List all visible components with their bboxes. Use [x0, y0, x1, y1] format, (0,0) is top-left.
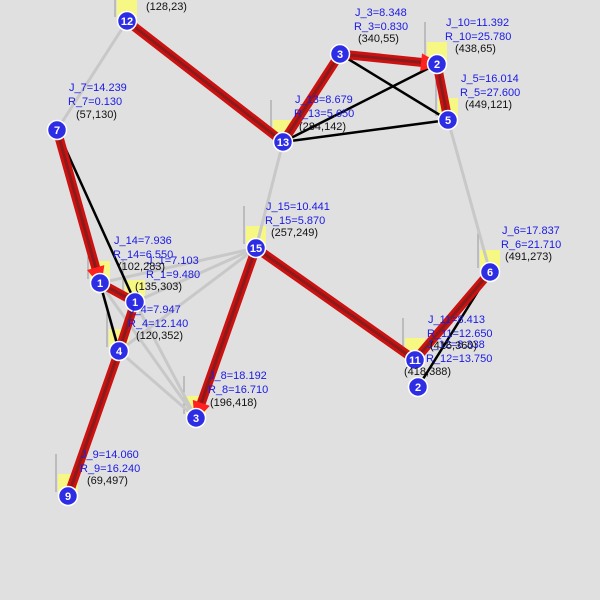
node-7-j-label: J_7=14.239	[69, 82, 127, 94]
node-12-id: 12	[121, 16, 133, 28]
edge-route-core-9-4	[66, 349, 121, 498]
edge-black-1a-4	[98, 282, 121, 352]
node-9[interactable]	[57, 485, 79, 507]
node-11-j-label: J_11=8.413	[428, 314, 485, 326]
node-13-j-label: J_13=8.679	[295, 94, 353, 106]
node-2b[interactable]	[407, 376, 429, 398]
edge-route-core-7-1a	[55, 128, 102, 285]
node-3a-r-label: R_3=0.830	[354, 21, 408, 33]
node-1b-coord-label: (135,303)	[135, 281, 182, 293]
node-13-id: 13	[277, 137, 289, 149]
node-3b[interactable]	[185, 407, 207, 429]
node-2a-id: 2	[434, 59, 440, 71]
node-4-r-label: R_4=12.140	[128, 318, 188, 330]
edge-route-core-15-3b	[194, 246, 258, 420]
node-3b-r-label: R_8=16.710	[208, 384, 268, 396]
node-13[interactable]	[272, 131, 294, 153]
node-12[interactable]	[116, 10, 138, 32]
node-11-id: 11	[409, 355, 421, 367]
node-2a-r-label: R_10=25.780	[445, 31, 511, 43]
node-1a-coord-label: (102,283)	[118, 261, 165, 273]
edge-plain-4-3b	[118, 349, 197, 420]
node-2b-id: 2	[415, 382, 421, 394]
node-13-coord-label: (284,142)	[299, 121, 346, 133]
node-3a-coord-label: (340,55)	[358, 33, 399, 45]
edge-black-13-2a	[282, 62, 438, 144]
node-1a-id: 1	[97, 278, 103, 290]
node-7-id: 7	[54, 125, 60, 137]
node-1b[interactable]	[124, 291, 146, 313]
node-2b-j-label: J_12=8.338	[427, 339, 485, 351]
edge-plain-1a-15	[99, 246, 257, 285]
node-12-coord-label: (128,23)	[146, 1, 187, 13]
edge-route-core-15-11	[254, 246, 417, 362]
edge-route-core-11-6	[413, 270, 492, 362]
node-1b-id: 1	[132, 297, 138, 309]
node-9-r-label: R_9=16.240	[80, 463, 140, 475]
node-7-r-label: R_7=0.130	[68, 96, 122, 108]
edge-plain-15-13	[254, 141, 285, 249]
node-3a-id: 3	[337, 49, 343, 61]
node-5-j-label: J_5=16.014	[461, 73, 519, 85]
node-6-j-label: J_6=17.837	[502, 225, 560, 237]
edge-route-core-13-3a	[281, 52, 342, 144]
edge-route-core-3a-2a	[338, 52, 439, 66]
node-7[interactable]	[46, 119, 68, 141]
node-6-r-label: R_6=21.710	[501, 239, 561, 251]
node-5-coord-label: (449,121)	[465, 99, 512, 111]
edge-plain-4-15	[118, 246, 257, 353]
node-4-coord-label: (120,352)	[136, 330, 183, 342]
edge-plain-1b-3b	[133, 301, 198, 419]
node-5[interactable]	[437, 109, 459, 131]
node-1a-r-label: R_14=6.550	[113, 249, 173, 261]
node-15-coord-label: (257,249)	[271, 227, 318, 239]
node-3a-j-label: J_3=8.348	[355, 7, 407, 19]
node-9-coord-label: (69,497)	[87, 475, 128, 487]
node-6-id: 6	[487, 267, 493, 279]
node-15[interactable]	[245, 237, 267, 259]
node-2a-j-label: J_10=11.392	[446, 17, 509, 29]
node-9-j-label: J_9=14.060	[81, 449, 139, 461]
edge-plain-12-7	[55, 20, 129, 131]
node-1a-j-label: J_14=7.936	[114, 235, 172, 247]
node-3b-id: 3	[193, 413, 199, 425]
highlight-layer	[55, 0, 500, 496]
node-4[interactable]	[108, 340, 130, 362]
edge-plain-1b-15	[134, 246, 257, 304]
node-6-coord-label: (491,273)	[505, 251, 552, 263]
node-3a[interactable]	[329, 43, 351, 65]
node-1b-j-label: J_1=7.103	[147, 255, 199, 267]
node-6[interactable]	[479, 261, 501, 283]
node-1b-r-label: R_1=9.480	[146, 269, 200, 281]
node-4-j-label: J_4=7.947	[129, 304, 181, 316]
node-5-id: 5	[445, 115, 451, 127]
node-1a[interactable]	[89, 272, 111, 294]
node-11-r-label: R_11=12.650	[427, 328, 493, 340]
node-13-r-label: R_13=5.650	[294, 108, 354, 120]
node-2b-r-label: R_12=13.750	[426, 353, 492, 365]
node-11[interactable]	[404, 349, 426, 371]
node-3b-coord-label: (196,418)	[210, 397, 257, 409]
label-layer: J_1=7.103R_1=9.480(135,303)J_14=7.936R_1…	[68, 1, 561, 487]
node-11-coord-label: (416,360)	[430, 340, 477, 352]
edge-plain-1a-3b	[98, 282, 198, 419]
node-2a-coord-label: (438,65)	[455, 43, 496, 55]
node-9-id: 9	[65, 491, 71, 503]
node-15-id: 15	[250, 243, 262, 255]
edge-plain-5-6	[446, 119, 492, 273]
node-5-r-label: R_5=27.600	[460, 87, 520, 99]
node-15-j-label: J_15=10.441	[266, 201, 330, 213]
node-2a[interactable]	[426, 53, 448, 75]
node-4-id: 4	[116, 346, 123, 358]
node-7-coord-label: (57,130)	[76, 109, 117, 121]
node-2b-coord-label: (418,388)	[404, 366, 451, 378]
node-15-r-label: R_15=5.870	[265, 215, 325, 227]
edge-black-13-5	[282, 118, 449, 144]
edge-route-core-12-13	[125, 19, 285, 144]
edge-black-7-1b	[55, 129, 137, 303]
node-3b-j-label: J_8=18.192	[209, 370, 267, 382]
